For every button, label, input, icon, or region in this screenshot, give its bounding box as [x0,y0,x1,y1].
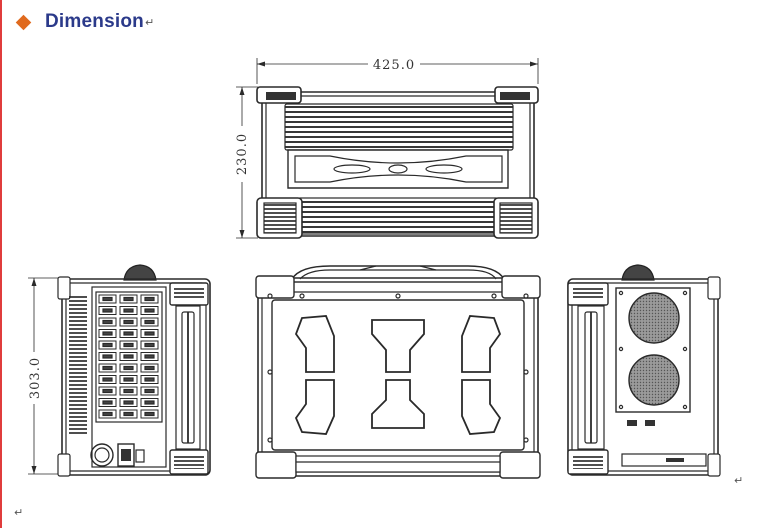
connector-pin [102,354,113,359]
left-margin-rule [0,0,2,528]
connector-pin [123,388,134,394]
connector-pin [144,411,155,417]
paragraph-return-icon: ↵ [14,506,24,519]
section-heading: Dimension ↵ [14,8,154,36]
connector-pin [123,296,134,302]
width-dimension-label: 425.0 [373,58,415,73]
connector-pin [144,354,155,359]
front-view [255,265,541,479]
connector-pin [102,342,113,348]
connector-pin [123,377,134,382]
connector-pin [144,319,155,325]
connector-pin [144,342,155,348]
connector-pin [123,331,134,336]
right-side-view [567,264,721,477]
connector-pin [102,365,113,371]
connector-pin [123,308,134,313]
connector-pin [123,354,134,359]
connector-pin [102,377,113,382]
connector-pin [144,388,155,394]
connector-pin [102,296,113,302]
left-side-view [28,264,211,477]
connector-pin [102,319,113,325]
connector-pin [123,400,134,405]
connector-pin [123,365,134,371]
connector-pin [123,411,134,417]
connector-pin [102,388,113,394]
top-view [236,58,539,239]
connector-pin [144,331,155,336]
connector-pin [123,319,134,325]
connector-pin [102,331,113,336]
section-title: Dimension [45,11,144,32]
paragraph-return-icon: ↵ [734,474,744,487]
connector-pin [123,342,134,348]
connector-pin [144,308,155,313]
height-dimension-label: 303.0 [28,357,43,399]
connector-pin [144,400,155,405]
connector-pin [102,400,113,405]
connector-pin [144,296,155,302]
connector-pin [102,308,113,313]
connector-pin [102,411,113,417]
connector-pin [144,377,155,382]
paragraph-return-icon: ↵ [144,15,155,29]
connector-pin [144,365,155,371]
depth-dimension-label: 230.0 [235,133,250,175]
